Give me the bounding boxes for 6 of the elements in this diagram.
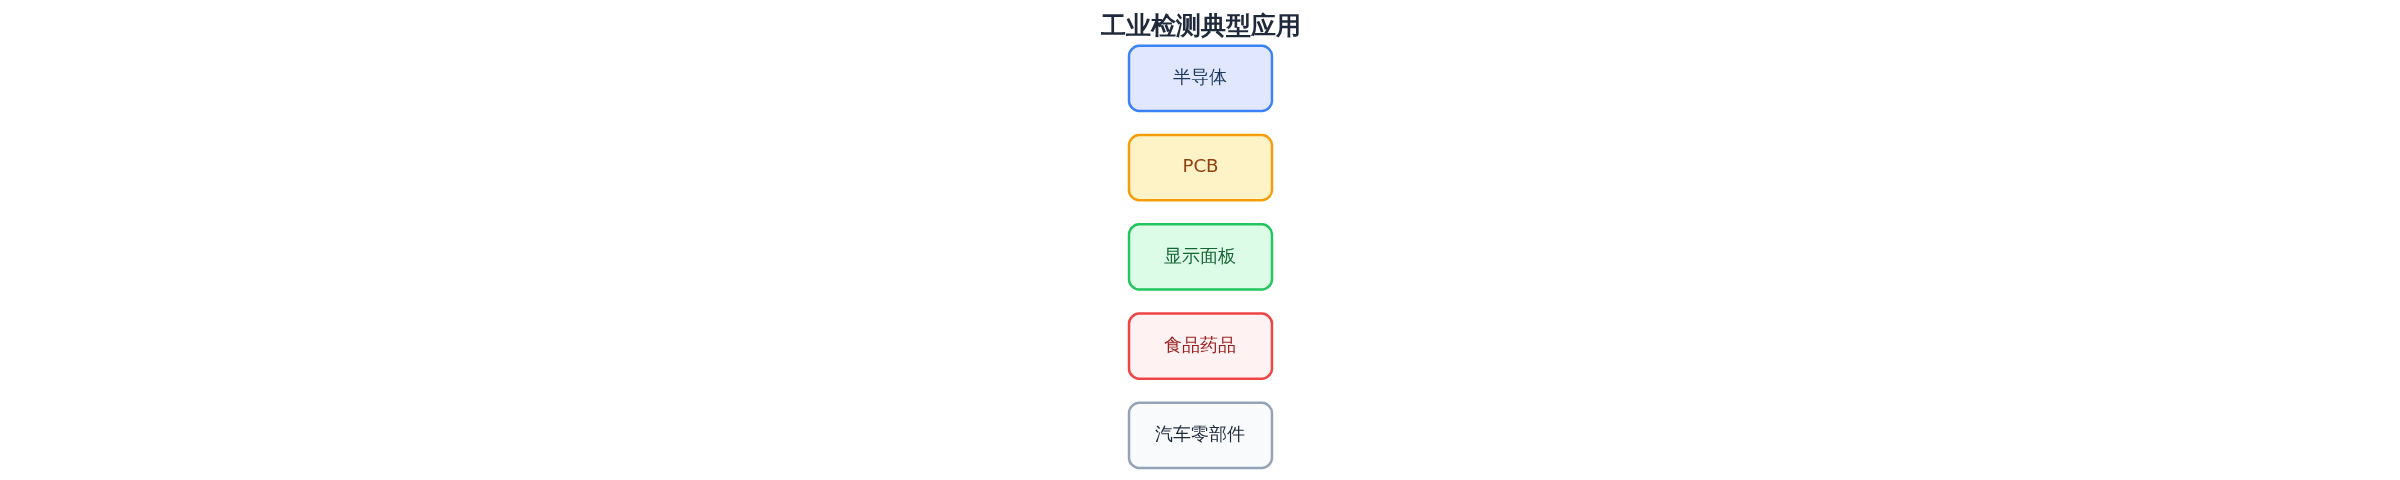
node-box: 显示面板 <box>1127 223 1273 291</box>
node-box: 半导体 <box>1127 44 1273 113</box>
node-box: PCB <box>1127 133 1273 202</box>
node-box: 汽车零部件 <box>1127 401 1273 470</box>
diagram-title: 工业检测典型应用 <box>1100 11 1301 41</box>
node-box: 食品药品 <box>1127 312 1273 381</box>
